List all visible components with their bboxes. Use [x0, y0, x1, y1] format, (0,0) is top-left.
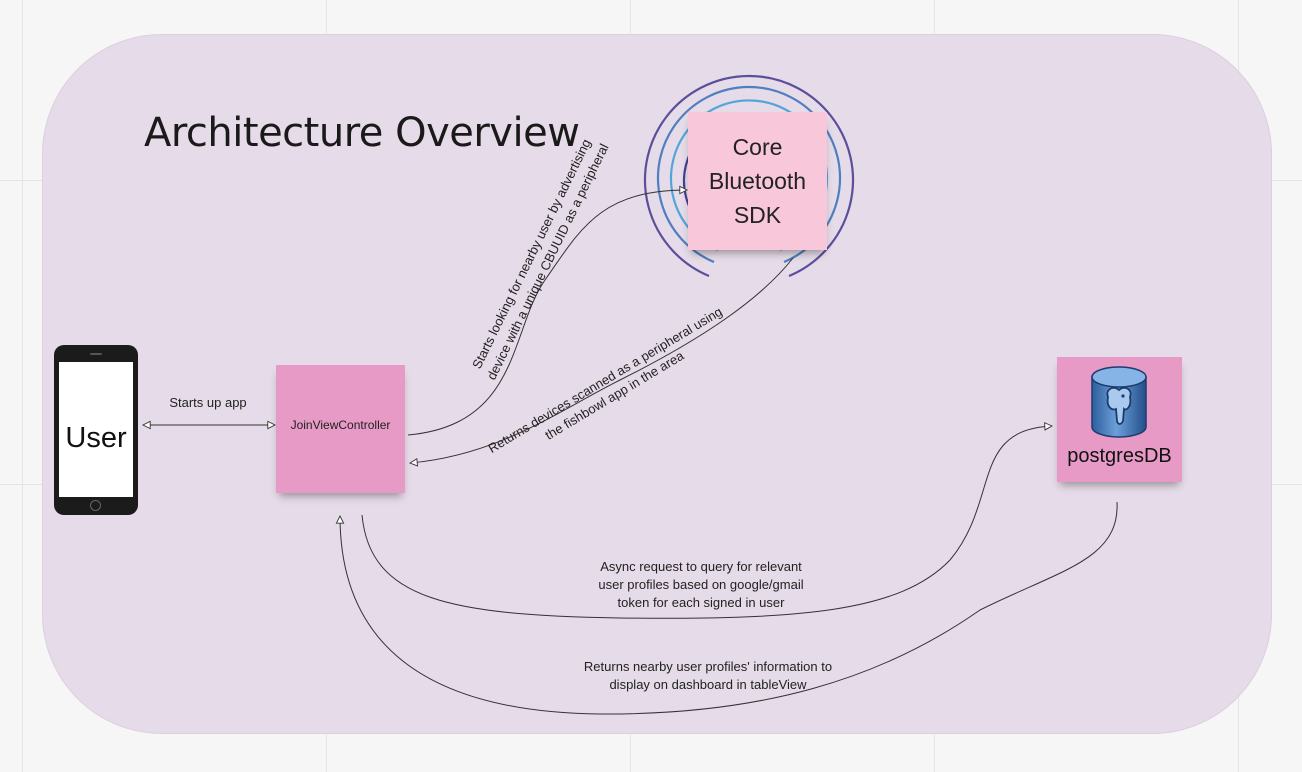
join-view-controller-note[interactable]: JoinViewController — [276, 365, 405, 493]
edge-label-starts-up-app: Starts up app — [169, 395, 247, 410]
grid-line — [22, 0, 23, 772]
ring-2 — [656, 85, 842, 264]
diagram-title: Architecture Overview — [144, 110, 580, 156]
core-bluetooth-note[interactable]: Core Bluetooth SDK — [688, 112, 827, 250]
core-bluetooth-label: Core Bluetooth SDK — [708, 134, 807, 228]
edge-async-request[interactable] — [361, 426, 1052, 619]
user-phone-icon[interactable]: User — [54, 345, 138, 515]
edge-returns-devices[interactable] — [410, 257, 794, 463]
postgres-note[interactable]: postgresDB — [1057, 357, 1182, 482]
postgresql-elephant-icon — [1091, 366, 1147, 438]
phone-screen: User — [59, 362, 133, 497]
phone-home-button — [90, 500, 101, 511]
edge-label-returns-profiles: Returns nearby user profiles' informatio… — [583, 659, 833, 692]
edge-starts-looking[interactable] — [407, 190, 687, 436]
user-label: User — [65, 422, 127, 454]
edge-returns-profiles[interactable] — [340, 501, 1118, 715]
edge-label-async-request: Async request to query for relevant user… — [598, 559, 804, 610]
phone-speaker — [90, 353, 102, 355]
postgres-label: postgresDB — [1067, 445, 1172, 467]
ring-outer — [643, 74, 855, 278]
join-view-controller-label: JoinViewController — [290, 418, 391, 432]
